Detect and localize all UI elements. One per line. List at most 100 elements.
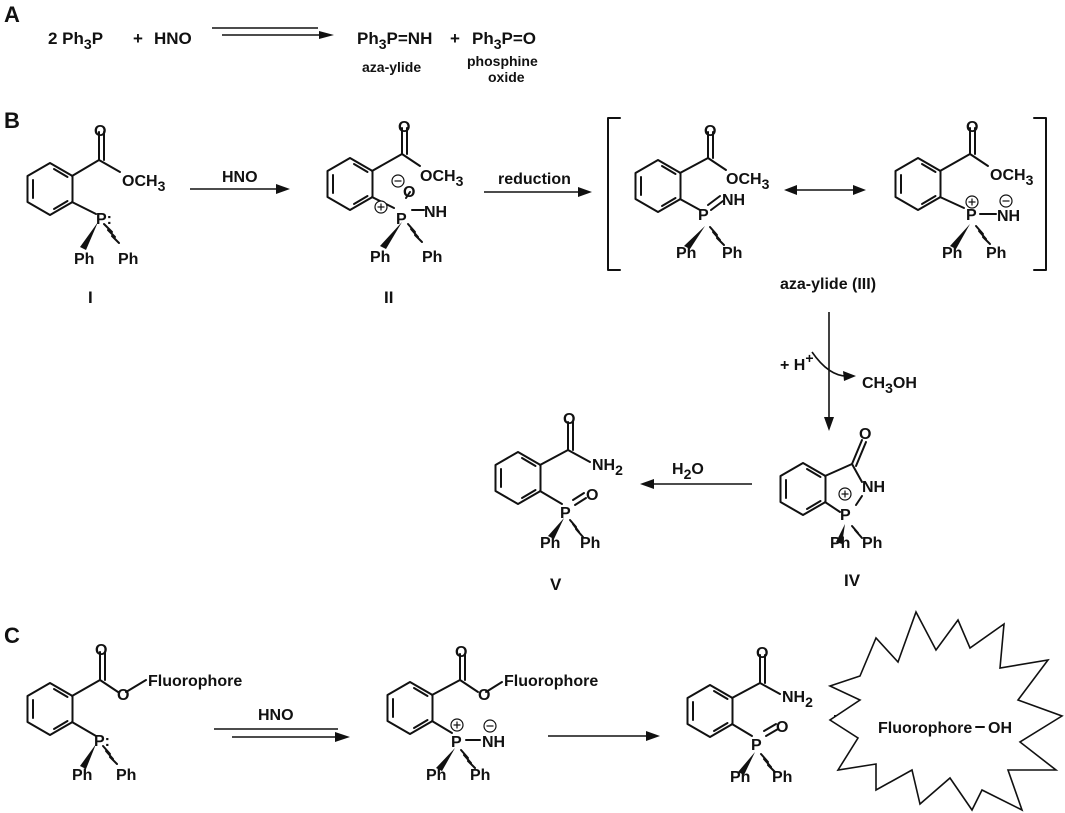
compound-ii-o: O <box>403 184 415 201</box>
scheme-c-probe-structure <box>26 651 147 769</box>
scheme-c-int-nh: NH <box>482 734 505 751</box>
resonance-arrow <box>784 185 866 195</box>
scheme-c-prod-ph-1: Ph <box>730 769 750 786</box>
scheme-c-probe-ph-2: Ph <box>116 767 136 784</box>
scheme-a-plus-1: + <box>133 29 143 48</box>
compound-i-carbonyl-o: O <box>94 123 106 140</box>
compound-i-label: I <box>88 288 93 307</box>
compound-ii-carbonyl-o: O <box>398 119 410 136</box>
compound-v-ph-2: Ph <box>580 535 600 552</box>
scheme-c-prod-ph-2: Ph <box>772 769 792 786</box>
compound-v-structure <box>494 421 591 539</box>
compound-iii-ylide-ph-2: Ph <box>722 245 742 262</box>
scheme-b-arrow-2-label: reduction <box>498 171 571 188</box>
compound-i-ph-2: Ph <box>118 251 138 268</box>
scheme-c-released-fluorophore: Fluorophore <box>878 720 972 737</box>
resonance-brackets <box>607 117 1047 271</box>
compound-v-nh2: NH2 <box>592 457 623 478</box>
scheme-b-arrow-4 <box>640 479 752 489</box>
scheme-b-arrow-3-reagent: + H+ <box>780 350 814 374</box>
compound-iii-zwitterion-structure <box>894 127 997 249</box>
scheme-c-int-fluorophore: Fluorophore <box>504 673 598 690</box>
compound-iii-zw-och3: OCH3 <box>990 167 1034 188</box>
compound-i-p: P: <box>96 211 112 228</box>
scheme-c-prod-carbonyl-o: O <box>756 645 768 662</box>
scheme-b-arrow-3 <box>811 312 856 431</box>
scheme-c-prod-nh2: NH2 <box>782 689 813 710</box>
compound-v-label: V <box>550 575 562 594</box>
scheme-c-minus-charge <box>483 719 497 733</box>
scheme-a-plus-2: + <box>450 29 460 48</box>
scheme-c-arrow-1-label: HNO <box>258 707 294 724</box>
scheme-b-arrow-4-label: H2O <box>672 461 704 482</box>
scheme-a-product-azaylide: Ph3P=NH <box>357 29 432 52</box>
scheme-a-product-oxide: Ph3P=O <box>472 29 536 52</box>
scheme-b-arrow-1-label: HNO <box>222 169 258 186</box>
scheme-c-arrow-2 <box>548 731 660 741</box>
compound-v-carbonyl-o: O <box>563 411 575 428</box>
scheme-c-plus-charge <box>450 718 464 732</box>
scheme-a-reactant-hno: HNO <box>154 29 192 48</box>
scheme-b-arrow-2 <box>484 187 592 197</box>
scheme-c-intermediate-structure <box>386 653 503 771</box>
compound-iv-nh: NH <box>862 479 885 496</box>
compound-i-ph-1: Ph <box>74 251 94 268</box>
compound-ii-och3: OCH3 <box>420 168 464 189</box>
compound-iii-ylide-structure <box>634 131 727 249</box>
scheme-c-prod-p: P <box>751 737 762 754</box>
compound-iii-zw-ph-1: Ph <box>942 245 962 262</box>
compound-iii-ylide-carbonyl-o: O <box>704 123 716 140</box>
panel-label-b: B <box>4 108 20 133</box>
scheme-c-prod-o: O <box>776 719 788 736</box>
compound-ii-p: P <box>396 211 407 228</box>
fluorescence-starburst-icon <box>827 610 1064 812</box>
compound-i-structure <box>26 131 121 250</box>
scheme-c-released-oh: OH <box>988 720 1012 737</box>
compound-i-och3: OCH3 <box>122 173 166 194</box>
compound-ii-ph-1: Ph <box>370 249 390 266</box>
compound-iii-zw-carbonyl-o: O <box>966 119 978 136</box>
scheme-c-probe-p: P: <box>94 733 110 750</box>
compound-iii-ylide-nh: NH <box>722 192 745 209</box>
scheme-c-arrow-1 <box>214 728 350 742</box>
compound-iii-zw-nh: NH <box>997 208 1020 225</box>
scheme-b-arrow-3-byproduct: CH3OH <box>862 375 917 396</box>
scheme-c-int-ph-1: Ph <box>426 767 446 784</box>
scheme-a-oxide-name-1: phosphine <box>467 53 538 69</box>
scheme-a-oxide-name-2: oxide <box>488 69 525 85</box>
compound-iii-zw-ph-2: Ph <box>986 245 1006 262</box>
compound-ii-nh: NH <box>424 204 447 221</box>
scheme-c-int-carbonyl-o: O <box>455 644 467 661</box>
compound-iii-minus-charge <box>999 194 1013 208</box>
scheme-a-reactant-ph3p: 2 Ph3P <box>48 29 103 52</box>
compound-iv-carbonyl-o: O <box>859 426 871 443</box>
compound-iii-zw-p: P <box>966 207 977 224</box>
panel-label-a: A <box>4 2 20 27</box>
compound-ii-label: II <box>384 288 393 307</box>
compound-iii-name: aza-ylide (III) <box>780 276 876 293</box>
compound-iv-label: IV <box>844 571 861 590</box>
compound-ii-structure <box>326 127 425 249</box>
compound-iv-ph-1: Ph <box>830 535 850 552</box>
scheme-a-arrow <box>212 27 334 39</box>
scheme-c-probe-fluorophore: Fluorophore <box>148 673 242 690</box>
compound-iii-ylide-ph-1: Ph <box>676 245 696 262</box>
compound-iii-ylide-p: P <box>698 207 709 224</box>
scheme-c-probe-ester-o: O <box>117 687 129 704</box>
scheme-c-product-structure <box>686 654 781 775</box>
compound-iii-ylide-och3: OCH3 <box>726 171 770 192</box>
compound-iv-p: P <box>840 507 851 524</box>
compound-ii-ph-2: Ph <box>422 249 442 266</box>
compound-v-ph-1: Ph <box>540 535 560 552</box>
compound-iv-plus-charge <box>838 487 852 501</box>
scheme-c-probe-carbonyl-o: O <box>95 642 107 659</box>
compound-ii-plus-charge <box>374 200 388 214</box>
scheme-a-azaylide-name: aza-ylide <box>362 59 421 75</box>
compound-iv-structure <box>779 439 867 544</box>
compound-v-p: P <box>560 505 571 522</box>
scheme-c-int-ester-o: O <box>478 687 490 704</box>
compound-v-o: O <box>586 487 598 504</box>
scheme-c-int-ph-2: Ph <box>470 767 490 784</box>
